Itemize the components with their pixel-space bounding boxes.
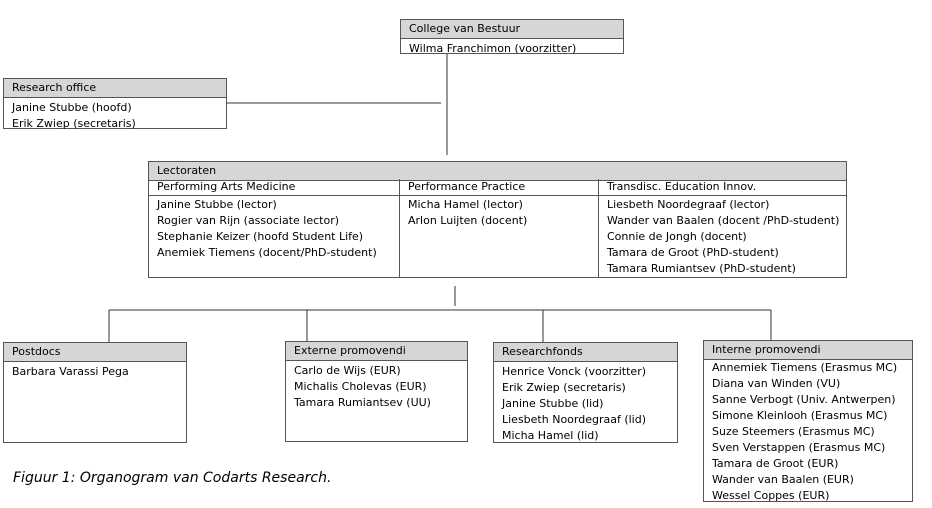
lectoraten-column-tei: Transdisc. Education Innov. Liesbeth Noo… — [598, 179, 846, 277]
externe-promovendi-title: Externe promovendi — [286, 342, 467, 361]
lectoraten-column-pam: Performing Arts Medicine Janine Stubbe (… — [149, 179, 399, 277]
researchfonds-member: Henrice Vonck (voorzitter) — [502, 365, 647, 378]
lectoraten-title: Lectoraten — [149, 162, 846, 181]
interne-member: Tamara de Groot (EUR) — [712, 457, 839, 470]
column-member: Liesbeth Noordegraaf (lector) — [607, 198, 770, 211]
interne-promovendi-title: Interne promovendi — [704, 341, 912, 360]
interne-member: Suze Steemers (Erasmus MC) — [712, 425, 875, 438]
column-title: Transdisc. Education Innov. — [599, 179, 846, 196]
column-member: Janine Stubbe (lector) — [157, 198, 277, 211]
column-member: Tamara Rumiantsev (PhD-student) — [607, 262, 796, 275]
column-member: Arlon Luijten (docent) — [408, 214, 528, 227]
college-member: Wilma Franchimon (voorzitter) — [409, 42, 577, 55]
column-member: Micha Hamel (lector) — [408, 198, 523, 211]
college-box: College van Bestuur Wilma Franchimon (vo… — [400, 19, 624, 55]
researchfonds-title: Researchfonds — [494, 343, 677, 362]
column-member: Tamara de Groot (PhD-student) — [607, 246, 779, 259]
externe-member: Carlo de Wijs (EUR) — [294, 364, 401, 377]
column-member: Connie de Jongh (docent) — [607, 230, 747, 243]
researchfonds-member: Liesbeth Noordegraaf (lid) — [502, 413, 647, 426]
column-title: Performing Arts Medicine — [149, 179, 399, 196]
column-member: Anemiek Tiemens (docent/PhD-student) — [157, 246, 377, 259]
column-member: Stephanie Keizer (hoofd Student Life) — [157, 230, 364, 243]
figure-caption: Figuur 1: Organogram van Codarts Researc… — [13, 470, 332, 486]
college-members: Wilma Franchimon (voorzitter) — [401, 39, 623, 59]
postdocs-title: Postdocs — [4, 343, 186, 362]
externe-member: Michalis Cholevas (EUR) — [294, 380, 427, 393]
interne-member: Annemiek Tiemens (Erasmus MC) — [712, 361, 898, 374]
column-title: Performance Practice — [400, 179, 598, 196]
lectoraten-column-pp: Performance Practice Micha Hamel (lector… — [399, 179, 598, 277]
interne-member: Sanne Verbogt (Univ. Antwerpen) — [712, 393, 896, 406]
postdocs-box: Postdocs Barbara Varassi Pega — [3, 342, 187, 443]
column-member: Rogier van Rijn (associate lector) — [157, 214, 340, 227]
interne-member: Wessel Coppes (EUR) — [712, 489, 830, 502]
interne-member: Diana van Winden (VU) — [712, 377, 841, 390]
research-office-member: Janine Stubbe (hoofd) — [12, 101, 132, 114]
externe-promovendi-box: Externe promovendi Carlo de Wijs (EUR) M… — [285, 341, 468, 442]
lectoraten-box: Lectoraten Performing Arts Medicine Jani… — [148, 161, 847, 278]
college-title: College van Bestuur — [401, 20, 623, 39]
interne-member: Wander van Baalen (EUR) — [712, 473, 854, 486]
interne-member: Simone Kleinlooh (Erasmus MC) — [712, 409, 888, 422]
research-office-members: Janine Stubbe (hoofd) Erik Zwiep (secret… — [4, 98, 226, 134]
column-member: Wander van Baalen (docent /PhD-student) — [607, 214, 840, 227]
interne-promovendi-box: Interne promovendi Annemiek Tiemens (Era… — [703, 340, 913, 502]
researchfonds-member: Janine Stubbe (lid) — [502, 397, 604, 410]
research-office-member: Erik Zwiep (secretaris) — [12, 117, 136, 130]
externe-member: Tamara Rumiantsev (UU) — [294, 396, 431, 409]
research-office-box: Research office Janine Stubbe (hoofd) Er… — [3, 78, 227, 130]
research-office-title: Research office — [4, 79, 226, 98]
interne-member: Sven Verstappen (Erasmus MC) — [712, 441, 886, 454]
researchfonds-box: Researchfonds Henrice Vonck (voorzitter)… — [493, 342, 678, 443]
researchfonds-member: Micha Hamel (lid) — [502, 429, 599, 442]
researchfonds-member: Erik Zwiep (secretaris) — [502, 381, 626, 394]
postdocs-member: Barbara Varassi Pega — [12, 365, 129, 378]
